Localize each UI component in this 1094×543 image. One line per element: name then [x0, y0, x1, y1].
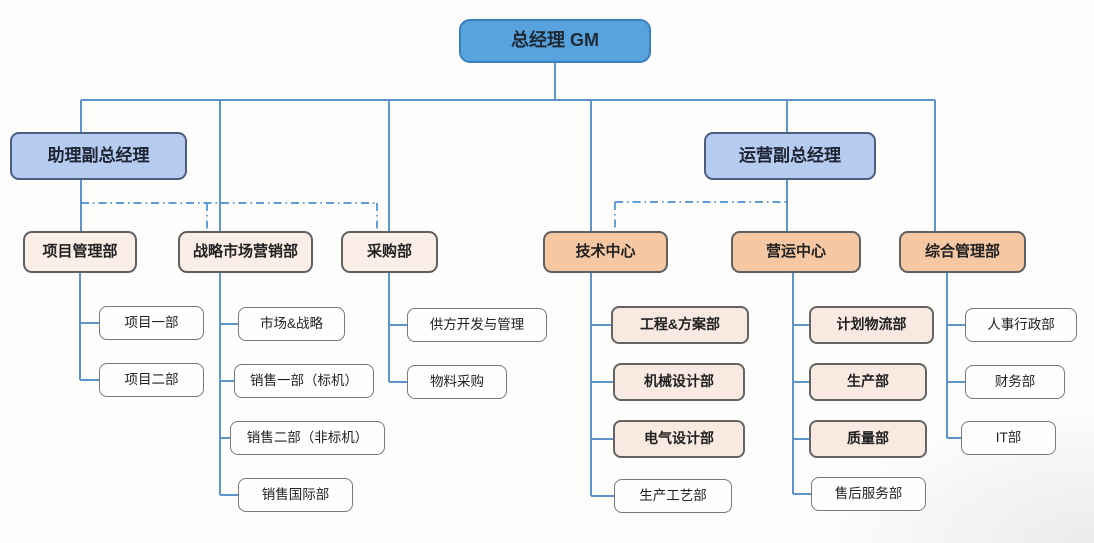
- dash-dot-connectors: [81, 201, 787, 231]
- node-general-manager: 总经理 GM: [459, 19, 651, 63]
- node-sales-dept-1-standard: 销售一部（标机）: [234, 364, 374, 398]
- node-electrical-design-dept: 电气设计部: [613, 420, 745, 458]
- node-sales-dept-2-nonstandard: 销售二部（非标机）: [230, 421, 385, 455]
- node-assistant-deputy-gm: 助理副总经理: [10, 132, 187, 180]
- node-project-management-dept: 项目管理部: [23, 231, 137, 273]
- node-operations-deputy-gm: 运营副总经理: [704, 132, 876, 180]
- node-after-sales-service-dept: 售后服务部: [811, 477, 926, 511]
- node-supplier-development-management: 供方开发与管理: [407, 308, 547, 342]
- node-production-process-dept: 生产工艺部: [614, 479, 732, 513]
- node-mechanical-design-dept: 机械设计部: [613, 363, 745, 401]
- node-hr-admin-dept: 人事行政部: [965, 308, 1077, 342]
- node-planning-logistics-dept: 计划物流部: [809, 306, 934, 344]
- node-it-dept: IT部: [961, 421, 1056, 455]
- node-purchasing-dept: 采购部: [341, 231, 438, 273]
- node-engineering-solutions-dept: 工程&方案部: [611, 306, 749, 344]
- node-operations-center: 营运中心: [731, 231, 861, 273]
- node-material-purchasing: 物料采购: [407, 365, 507, 399]
- node-project-dept-2: 项目二部: [99, 363, 204, 397]
- node-international-sales-dept: 销售国际部: [238, 478, 353, 512]
- node-project-dept-1: 项目一部: [99, 306, 204, 340]
- node-market-strategy: 市场&战略: [238, 307, 345, 341]
- node-technology-center: 技术中心: [543, 231, 668, 273]
- node-quality-dept: 质量部: [809, 420, 927, 458]
- node-strategic-marketing-dept: 战略市场营销部: [178, 231, 313, 273]
- node-production-dept: 生产部: [809, 363, 927, 401]
- node-general-management-dept: 综合管理部: [899, 231, 1026, 273]
- node-finance-dept: 财务部: [965, 365, 1065, 399]
